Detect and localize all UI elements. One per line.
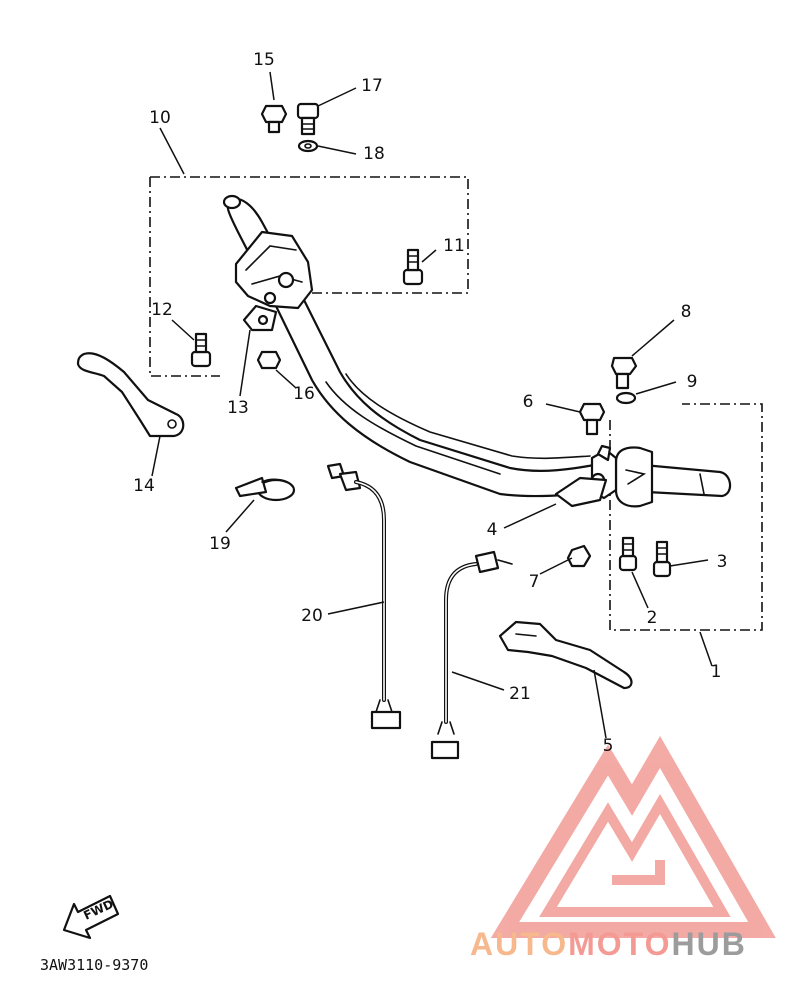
callout-15: 15 (253, 50, 275, 70)
callout-1: 1 (711, 662, 722, 682)
callout-16: 16 (293, 384, 315, 404)
callout-8: 8 (681, 302, 692, 322)
switch-harness-20 (326, 462, 402, 730)
wire-clamp (234, 476, 296, 502)
bolt-6 (578, 402, 606, 436)
washer-18 (297, 139, 319, 153)
clutch-lever (76, 352, 185, 438)
callout-7: 7 (529, 572, 540, 592)
callout-21: 21 (509, 684, 531, 704)
screw-2 (618, 536, 638, 572)
washer-9 (615, 391, 637, 405)
bolt-8 (610, 356, 638, 390)
screw-11 (402, 248, 424, 286)
callout-5: 5 (603, 736, 614, 756)
handlebar (222, 194, 732, 498)
callout-6: 6 (523, 392, 534, 412)
callout-4: 4 (487, 520, 498, 540)
callout-20: 20 (301, 606, 323, 626)
brake-lever (498, 620, 633, 690)
watermark-moto: MOTO (568, 926, 671, 962)
assembly-10-box (149, 176, 469, 377)
callout-11: 11 (443, 236, 465, 256)
leader-lines (151, 71, 713, 739)
callout-10: 10 (149, 108, 171, 128)
watermark-auto: AUTO (470, 926, 568, 962)
watermark-logo (490, 736, 776, 938)
watermark-hub: HUB (671, 926, 746, 962)
screw-3 (652, 540, 672, 578)
fwd-arrow: FWD (62, 894, 120, 940)
left-lever-perch (234, 230, 314, 332)
assembly-1-box (609, 403, 763, 631)
bolt-17 (296, 102, 320, 136)
callout-9: 9 (687, 372, 698, 392)
bolt-15 (260, 104, 288, 134)
right-master-cylinder (554, 444, 654, 508)
watermark-text: AUTOMOTOHUB (470, 926, 747, 962)
switch-harness-21 (430, 550, 513, 760)
callout-2: 2 (647, 608, 658, 628)
callout-labels: 1 2 3 4 5 6 7 8 9 10 11 12 13 14 15 16 1… (133, 50, 727, 756)
diagram-code: 3AW3110-9370 (40, 956, 148, 974)
nut-16 (256, 350, 282, 370)
screw-12 (190, 332, 212, 368)
callout-3: 3 (717, 552, 728, 572)
callout-19: 19 (209, 534, 231, 554)
callout-13: 13 (227, 398, 249, 418)
callout-14: 14 (133, 476, 155, 496)
callout-17: 17 (361, 76, 383, 96)
callout-18: 18 (363, 144, 385, 164)
nut-7 (566, 544, 592, 568)
callout-12: 12 (151, 300, 173, 320)
